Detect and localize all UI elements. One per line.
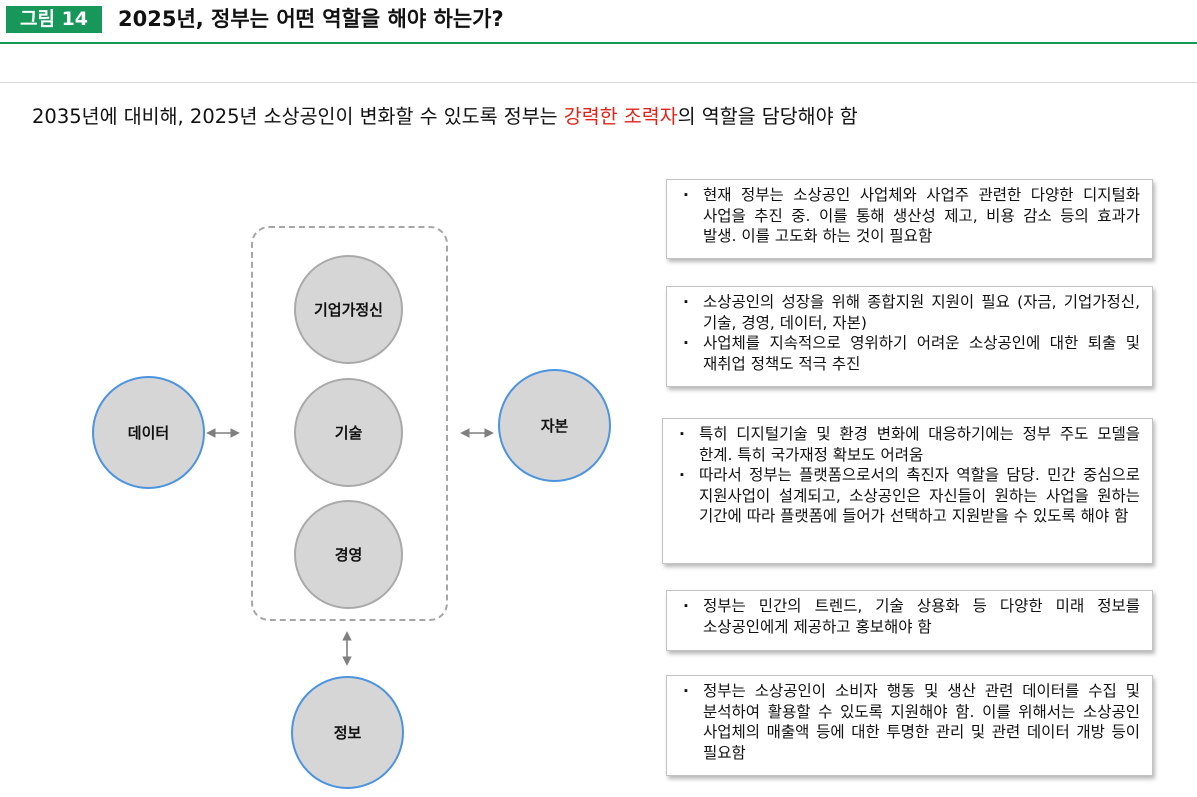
node-technology: 기술 <box>294 378 403 487</box>
note-bullet: 정부는 민간의 트렌드, 기술 상용화 등 다양한 미래 정보를 소상공인에게 … <box>679 596 1140 637</box>
note-bullet: 사업체를 지속적으로 영위하기 어려운 소상공인에 대한 퇴출 및 재취업 정책… <box>679 333 1140 374</box>
node-management: 경영 <box>294 500 403 609</box>
node-information: 정보 <box>291 676 404 789</box>
note-data-support: 정부는 소상공인이 소비자 행동 및 생산 관련 데이터를 수집 및 분석하여 … <box>666 675 1153 776</box>
note-bullet: 현재 정부는 소상공인 사업체와 사업주 관련한 다양한 디지털화 사업을 추진… <box>679 185 1140 247</box>
header-divider <box>0 42 1197 44</box>
figure-label: 그림 14 <box>6 6 103 33</box>
note-bullet: 따라서 정부는 플랫폼으로서의 촉진자 역할을 담당. 민간 중심으로 지원사업… <box>675 465 1140 527</box>
node-capital: 자본 <box>498 369 611 482</box>
core-capabilities-group <box>251 226 448 621</box>
note-bullet: 소상공인의 성장을 위해 종합지원 지원이 필요 (자금, 기업가정신, 기술,… <box>679 292 1140 333</box>
summary-text-end: 의 역할을 담당해야 함 <box>677 105 858 128</box>
note-platform-role: 특히 디지털기술 및 환경 변화에 대응하기에는 정부 주도 모델을 한계. 특… <box>662 418 1153 564</box>
node-data: 데이터 <box>92 376 205 489</box>
note-bullet: 정부는 소상공인이 소비자 행동 및 생산 관련 데이터를 수집 및 분석하여 … <box>679 681 1140 763</box>
node-entrepreneurship: 기업가정신 <box>294 255 403 364</box>
note-comprehensive-support: 소상공인의 성장을 위해 종합지원 지원이 필요 (자금, 기업가정신, 기술,… <box>666 286 1153 387</box>
note-future-information: 정부는 민간의 트렌드, 기술 상용화 등 다양한 미래 정보를 소상공인에게 … <box>666 590 1153 651</box>
figure-title: 2025년, 정부는 어떤 역할을 해야 하는가? <box>118 7 504 31</box>
summary-highlight: 강력한 조력자 <box>563 105 678 128</box>
summary-statement: 2035년에 대비해, 2025년 소상공인이 변화할 수 있도록 정부는 강력… <box>32 104 858 130</box>
note-bullet: 특히 디지털기술 및 환경 변화에 대응하기에는 정부 주도 모델을 한계. 특… <box>675 424 1140 465</box>
note-digitalization: 현재 정부는 소상공인 사업체와 사업주 관련한 다양한 디지털화 사업을 추진… <box>666 179 1153 259</box>
section-divider <box>0 82 1197 83</box>
summary-text-start: 2035년에 대비해, 2025년 소상공인이 변화할 수 있도록 정부는 <box>32 105 564 128</box>
figure-header: 그림 14 2025년, 정부는 어떤 역할을 해야 하는가? <box>0 0 1197 44</box>
